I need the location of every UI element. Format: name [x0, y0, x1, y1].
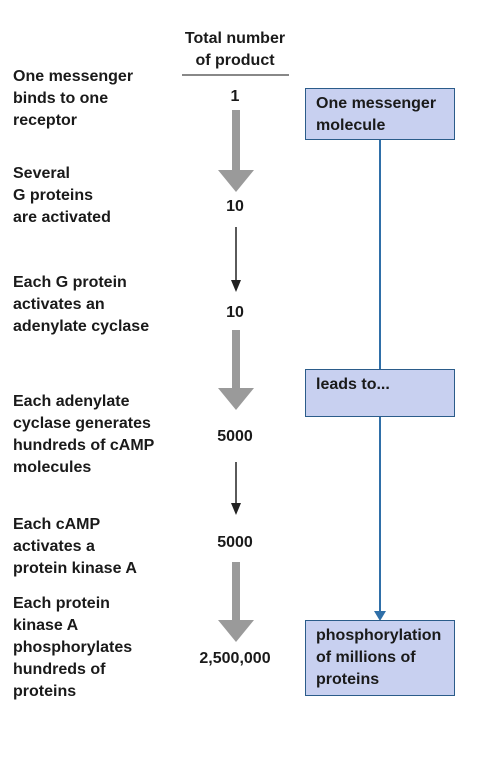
count-4: 5000 [217, 428, 253, 445]
box-phosphorylation: phosphorylation of millions of proteins [305, 620, 455, 696]
big-arrow-3 [218, 562, 254, 642]
total-product-header: Total number of product [184, 30, 286, 69]
count-5: 5000 [217, 534, 253, 551]
big-arrow-1 [218, 110, 254, 192]
step-label-1: One messenger binds to one receptor [13, 68, 134, 129]
header-underline [182, 74, 289, 76]
box-leads-to: leads to... [305, 369, 455, 417]
count-2: 10 [226, 198, 244, 215]
big-arrow-2 [218, 330, 254, 410]
connector-arrowhead [374, 611, 386, 621]
count-3: 10 [226, 304, 244, 321]
step-label-6: Each protein kinase A phosphorylates hun… [13, 595, 133, 700]
step-label-3: Each G protein activates an adenylate cy… [13, 274, 150, 335]
box-one-messenger: One messenger molecule [305, 88, 455, 140]
count-1: 1 [230, 88, 240, 105]
count-6: 2,500,000 [199, 650, 271, 667]
step-label-2: Several G proteins are activated [13, 165, 111, 226]
step-label-4: Each adenylate cyclase generates hundred… [13, 393, 155, 476]
step-label-5: Each cAMP activates a protein kinase A [13, 516, 137, 577]
